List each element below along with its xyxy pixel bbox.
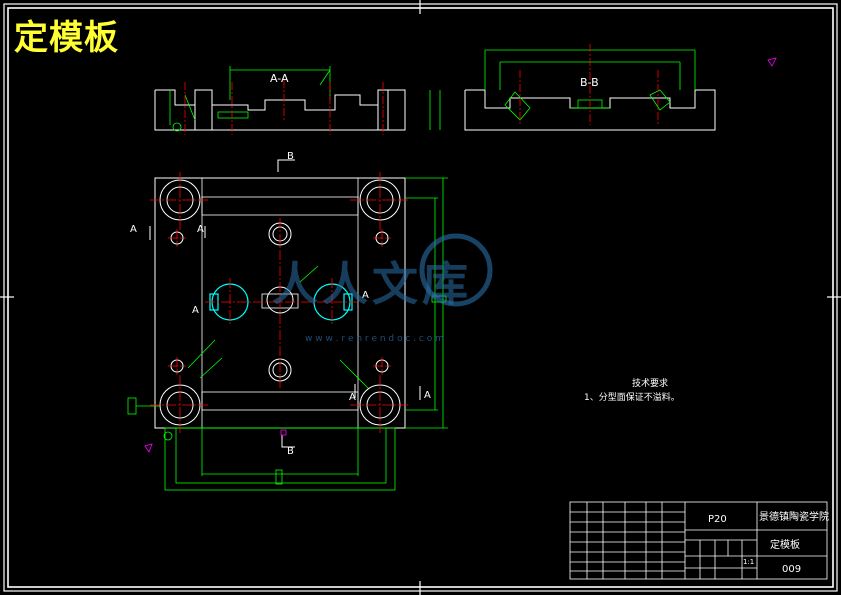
- marker-a-left: A: [130, 224, 137, 235]
- marker-a-right: A: [362, 290, 369, 301]
- roughness-icon: [144, 443, 153, 453]
- marker-a-lower-right: A: [424, 390, 431, 401]
- technical-requirements-item: 1、分型面保证不溢料。: [584, 393, 680, 403]
- marker-b-top: B: [287, 151, 294, 162]
- marker-a-left-inner: A: [197, 224, 204, 235]
- technical-requirements: 技术要求 1、分型面保证不溢料。: [584, 377, 680, 405]
- title-block-scale: 1:1: [743, 558, 755, 566]
- technical-requirements-heading: 技术要求: [632, 379, 669, 389]
- section-bb-view: [464, 44, 777, 131]
- watermark-text: 人人文库: [272, 257, 472, 311]
- title-block-material: P20: [708, 514, 727, 525]
- title-block-drawing-no: 009: [782, 564, 802, 575]
- watermark-url: w w w . r e n r e n d o c . c o m: [305, 334, 444, 344]
- roughness-icon: [767, 57, 777, 67]
- section-aa-view: [154, 66, 441, 135]
- section-bb-label: B-B: [580, 76, 599, 89]
- plan-view: [127, 159, 448, 491]
- title-block-part-name: 定模板: [770, 540, 800, 551]
- marker-b-bottom: B: [287, 446, 294, 457]
- marker-a-lower: A: [349, 392, 356, 403]
- drawing-title: 定模板: [14, 18, 119, 58]
- marker-a-mid: A: [192, 305, 199, 316]
- section-aa-label: A-A: [270, 72, 289, 85]
- title-block: [569, 501, 828, 580]
- watermark-logo: [419, 233, 493, 307]
- title-block-school: 景德镇陶瓷学院: [759, 512, 829, 523]
